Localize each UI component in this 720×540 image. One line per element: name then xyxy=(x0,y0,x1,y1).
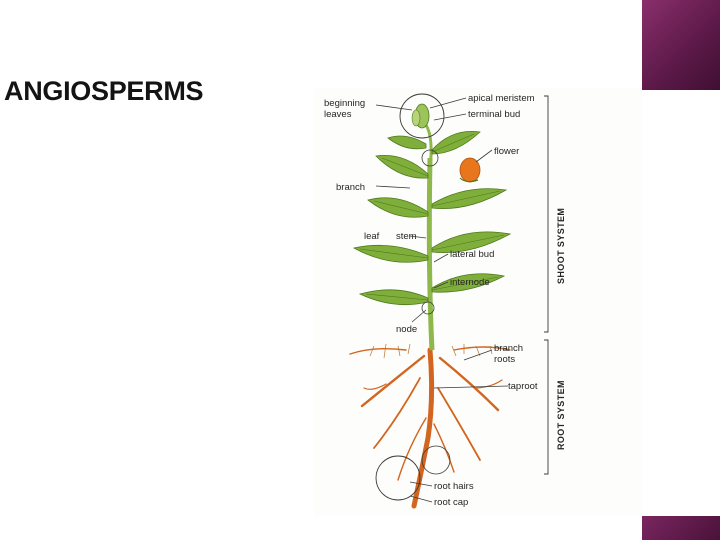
label-stem: stem xyxy=(396,231,417,242)
shoot-system-bracket xyxy=(544,95,549,333)
plant-diagram-svg: beginning leaves apical meristem termina… xyxy=(324,93,566,509)
leaf-shape xyxy=(352,244,429,263)
branch-root xyxy=(373,377,421,449)
root-system-drawing xyxy=(349,343,511,509)
leaf-shape xyxy=(367,197,429,218)
plant-diagram: beginning leaves apical meristem termina… xyxy=(314,88,642,516)
soil-fibers xyxy=(369,343,493,359)
label-beginning-leaves-2: leaves xyxy=(324,109,352,120)
system-brackets: SHOOT SYSTEM ROOT SYSTEM xyxy=(544,95,566,475)
branch-root xyxy=(433,423,455,473)
root-hair-callout xyxy=(421,445,451,475)
label-branch-roots-1: branch xyxy=(494,343,523,354)
root-system-bracket xyxy=(544,339,549,475)
leader-lines xyxy=(375,97,509,503)
shoot-system-drawing xyxy=(352,93,512,501)
label-beginning-leaves-1: beginning xyxy=(324,98,365,109)
leaf-shape xyxy=(375,155,429,179)
label-root-hairs: root hairs xyxy=(434,481,474,492)
main-stem xyxy=(426,157,435,351)
shoot-system-label: SHOOT SYSTEM xyxy=(556,208,566,284)
label-taproot: taproot xyxy=(508,381,538,392)
diagram-labels: beginning leaves apical meristem termina… xyxy=(324,93,538,508)
branch-root xyxy=(437,387,481,461)
root-system-label: ROOT SYSTEM xyxy=(556,380,566,450)
label-root-cap: root cap xyxy=(434,497,468,508)
leaf-shape xyxy=(431,231,512,253)
terminal-bud-callout xyxy=(399,93,445,139)
label-branch: branch xyxy=(336,182,365,193)
leaf-shape xyxy=(431,131,481,155)
surface-root xyxy=(453,346,511,351)
corner-accent-bottom xyxy=(642,516,720,540)
taproot-shape xyxy=(411,347,435,509)
root-tip-callout xyxy=(375,455,421,501)
label-internode: internode xyxy=(450,277,490,288)
label-branch-roots-2: roots xyxy=(494,354,515,365)
leaf-shape xyxy=(358,289,429,306)
label-node: node xyxy=(396,324,417,335)
label-lateral-bud: lateral bud xyxy=(450,249,494,260)
surface-root xyxy=(349,347,407,355)
slide-title: ANGIOSPERMS xyxy=(4,76,204,106)
node-callout xyxy=(421,301,435,315)
branch-root xyxy=(473,379,503,389)
label-apical-meristem: apical meristem xyxy=(468,93,535,104)
label-leaf: leaf xyxy=(364,231,380,242)
label-terminal-bud: terminal bud xyxy=(468,109,520,120)
apical-callout xyxy=(421,149,439,167)
branch-root xyxy=(438,356,500,412)
leaf-shape xyxy=(387,135,427,150)
corner-accent-top xyxy=(642,0,720,90)
branch-root xyxy=(360,354,426,408)
branch-root xyxy=(363,383,387,390)
leaf-shape xyxy=(431,188,508,209)
label-flower: flower xyxy=(494,146,519,157)
branch-root xyxy=(397,417,427,481)
